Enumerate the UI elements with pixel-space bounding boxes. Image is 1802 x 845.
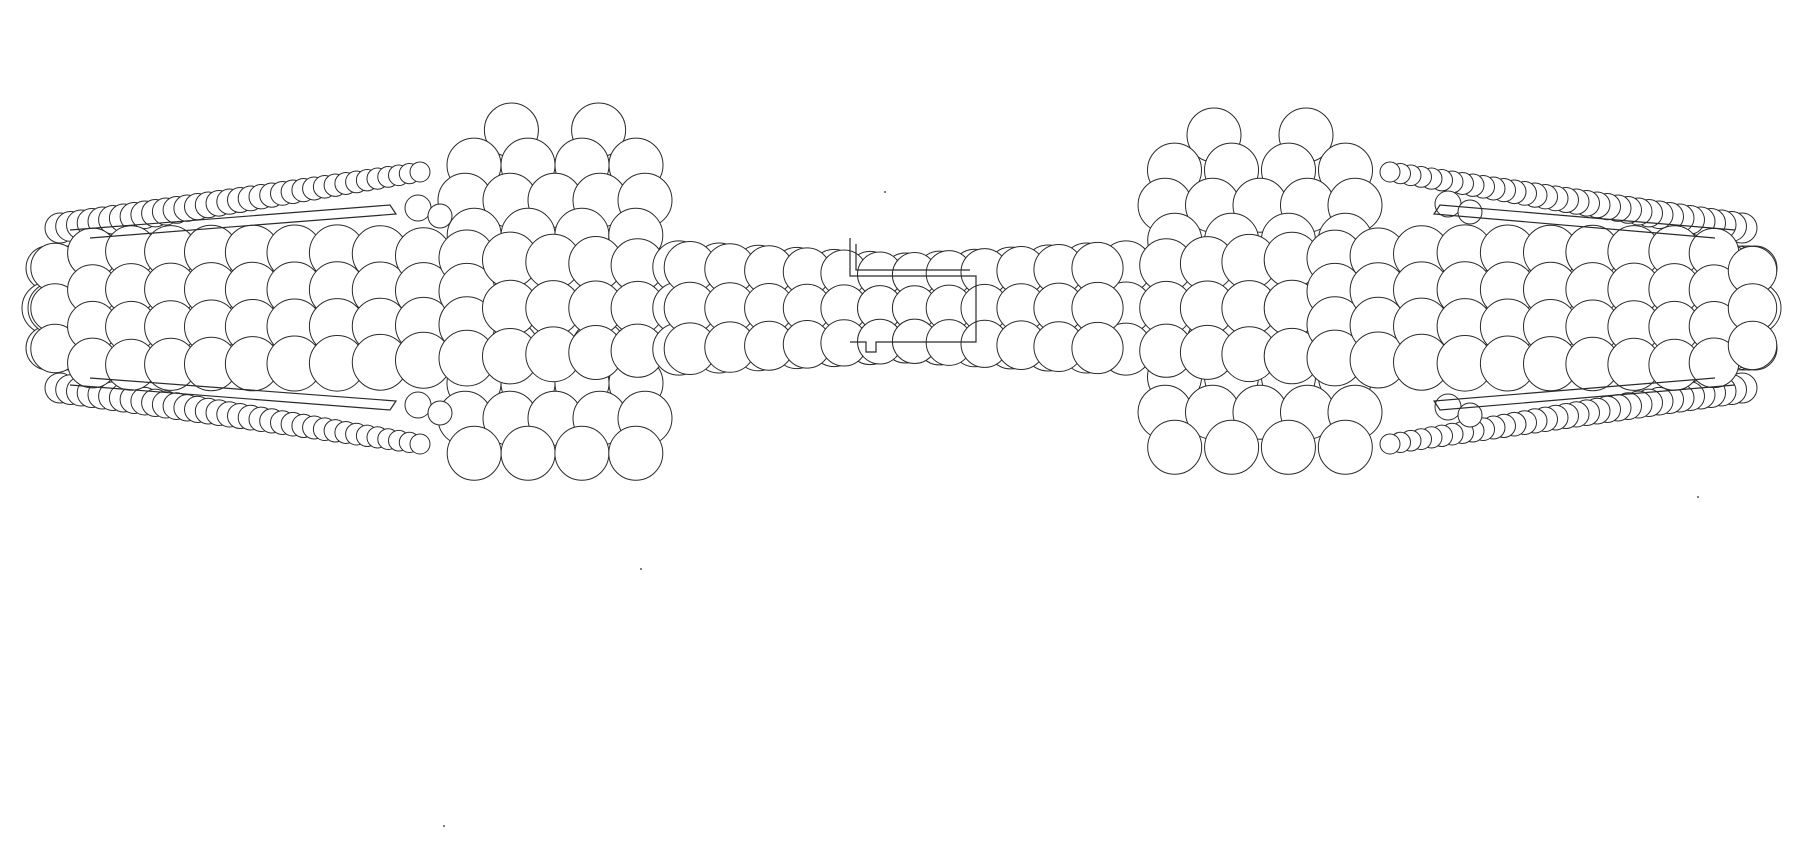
right-lower-strand-bead [1379, 433, 1401, 455]
front-bead-layer [30, 224, 1778, 392]
accent-bead [427, 400, 453, 426]
speck-4 [1697, 496, 1699, 498]
center-clasp [849, 238, 977, 353]
right-cluster-bead [1204, 419, 1260, 475]
band-bead [1727, 320, 1778, 371]
accent-bead [1434, 393, 1462, 421]
speck-1 [884, 191, 886, 193]
accent-bead [1457, 402, 1483, 428]
left-upper-strand-bead [409, 161, 431, 183]
center-clasp-inner [855, 244, 970, 271]
left-cluster-bead [446, 425, 502, 481]
left-lower-taper-line [69, 377, 398, 411]
right-upper-strand-bead [1379, 161, 1401, 183]
left-lower-strand-bead [409, 433, 431, 455]
left-cluster-bead [554, 425, 610, 481]
detail-layer [69, 191, 1736, 827]
accent-bead [1457, 199, 1483, 225]
right-upper-taper-line [1432, 204, 1736, 239]
left-cluster-bead [500, 425, 556, 481]
right-cluster-bead [1147, 419, 1203, 475]
left-cluster-bead [608, 425, 664, 481]
right-cluster-bead [1317, 419, 1373, 475]
right-lower-taper-line [1432, 377, 1736, 411]
accent-bead [427, 203, 453, 229]
accent-bead [404, 194, 432, 222]
accent-bead [1434, 190, 1462, 218]
accent-bead [404, 391, 432, 419]
speck-3 [443, 825, 445, 827]
right-cluster-bead [1260, 419, 1316, 475]
speck-2 [640, 568, 642, 570]
left-upper-taper-line [69, 204, 398, 239]
center-band-bead [1071, 321, 1124, 375]
